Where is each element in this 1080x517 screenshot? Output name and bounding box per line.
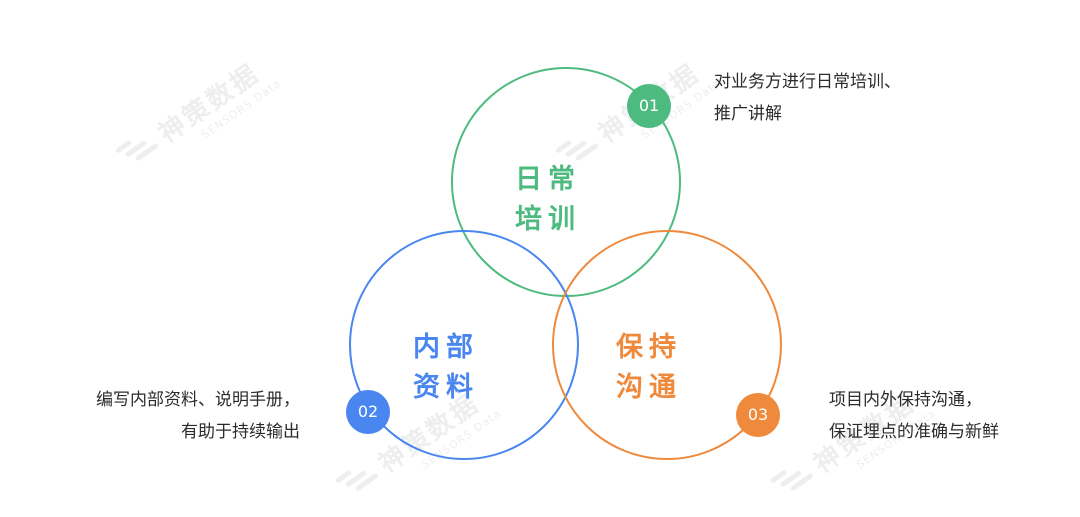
description-communication-line1: 项目内外保持沟通， [829,390,982,410]
circle-internal-docs [349,230,579,460]
description-communication-line2: 保证埋点的准确与新鲜 [829,422,999,442]
description-communication: 项目内外保持沟通， 保证埋点的准确与新鲜 [829,384,999,448]
title-training: 日常 培训 [488,160,608,240]
description-internal-docs-line2: 有助于持续输出 [181,422,300,442]
badge-02: 02 [346,390,390,434]
description-internal-docs-line1: 编写内部资料、说明手册， [96,390,300,410]
badge-01: 01 [627,84,671,128]
description-training-line2: 推广讲解 [714,104,782,124]
description-training-line1: 对业务方进行日常培训、 [714,72,901,92]
circle-communication [552,230,782,460]
badge-03: 03 [736,393,780,437]
title-training-line2: 培训 [515,204,581,235]
title-communication-line1: 保持 [616,332,682,363]
title-internal-docs-line1: 内部 [413,332,479,363]
title-training-line1: 日常 [515,164,581,195]
venn-diagram-stage: 神策数据 SENSORS Data 神策数据 SENSORS Data 神策数据… [96,58,999,491]
venn-circles [349,67,782,460]
title-internal-docs: 内部 资料 [386,328,506,408]
description-internal-docs: 编写内部资料、说明手册， 有助于持续输出 [96,384,300,448]
title-communication-line2: 沟通 [616,372,682,403]
title-internal-docs-line2: 资料 [413,372,479,403]
description-training: 对业务方进行日常培训、 推广讲解 [714,66,901,130]
title-communication: 保持 沟通 [589,328,709,408]
